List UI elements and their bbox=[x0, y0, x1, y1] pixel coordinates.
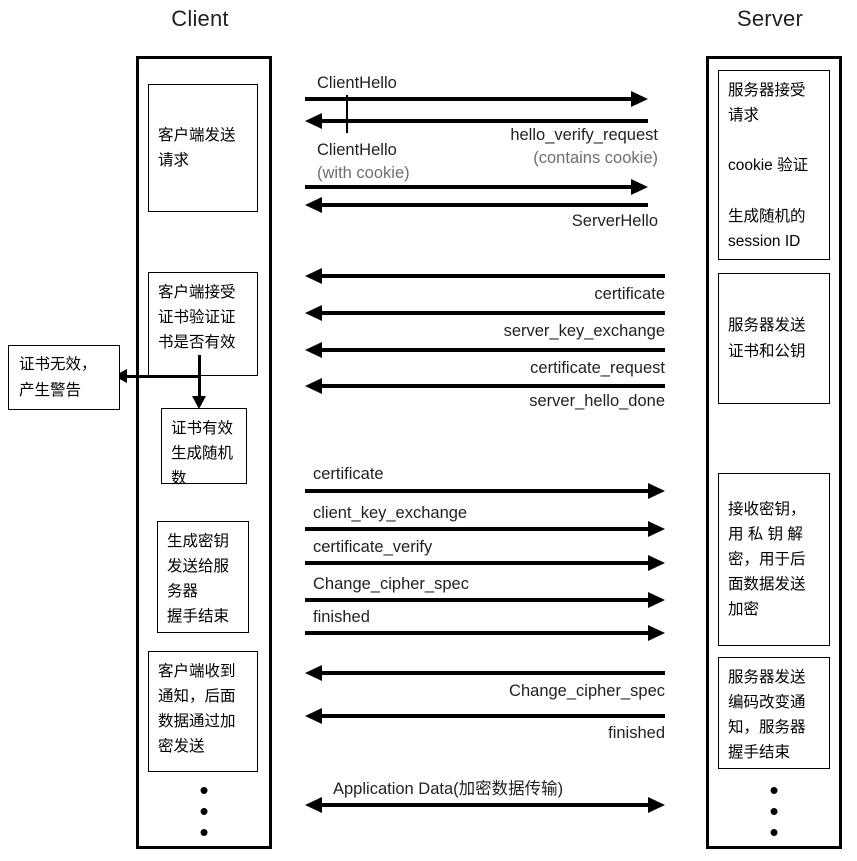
server-ellipsis: • • • bbox=[706, 775, 842, 847]
note-client-notified: 客户端收到 通知，后面 数据通过加 密发送 bbox=[148, 651, 258, 772]
label-msg-client-key-exchange: client_key_exchange bbox=[313, 504, 468, 522]
label-msg-certificate-c2s: certificate bbox=[313, 465, 384, 483]
label-msg-server-hello-done: server_hello_done bbox=[529, 392, 665, 410]
note-server-change-cipher: 服务器发送 编码改变通 知，服务器 握手结束 bbox=[718, 657, 830, 769]
label-msg-hello-verify-request-sub: (contains cookie) bbox=[533, 149, 658, 167]
label-msg-certificate-verify: certificate_verify bbox=[313, 538, 433, 556]
column-title-server: Server bbox=[737, 6, 803, 31]
server-ellipsis-dot-2: • bbox=[769, 796, 779, 826]
timeline-tick bbox=[346, 95, 348, 133]
label-msg-client-hello-2-sub: (with cookie) bbox=[317, 164, 410, 182]
client-ellipsis-dot-2: • bbox=[199, 796, 209, 826]
label-msg-server-hello: ServerHello bbox=[571, 212, 658, 230]
note-server-decrypt-key: 接收密钥， 用 私 钥 解 密，用于后 面数据发送 加密 bbox=[718, 473, 830, 646]
label-msg-finished-s2c: finished bbox=[608, 724, 665, 742]
note-client-verify-cert: 客户端接受 证书验证证 书是否有效 bbox=[148, 272, 258, 376]
note-server-accept-request: 服务器接受 请求 cookie 验证 生成随机的 session ID bbox=[718, 70, 830, 260]
label-msg-server-key-exchange: server_key_exchange bbox=[503, 322, 665, 340]
client-ellipsis-dot-3: • bbox=[199, 817, 209, 847]
cert-invalid-alert-box: 证书无效， 产生警告 bbox=[8, 345, 120, 410]
label-msg-hello-verify-request: hello_verify_request bbox=[510, 126, 658, 144]
server-ellipsis-dot-1: • bbox=[769, 775, 779, 805]
client-ellipsis-dot-1: • bbox=[199, 775, 209, 805]
label-msg-application-data: Application Data(加密数据传输) bbox=[333, 780, 564, 798]
label-msg-finished-c2s: finished bbox=[313, 608, 370, 626]
column-title-client: Client bbox=[171, 6, 229, 31]
label-msg-certificate-request: certificate_request bbox=[530, 359, 665, 377]
note-client-send-request: 客户端发送 请求 bbox=[148, 84, 258, 212]
label-msg-certificate-s2c: certificate bbox=[594, 285, 665, 303]
server-ellipsis-dot-3: • bbox=[769, 817, 779, 847]
note-client-gen-key: 生成密钥 发送给服 务器 握手结束 bbox=[157, 521, 249, 633]
label-msg-change-cipher-c2s: Change_cipher_spec bbox=[313, 575, 469, 593]
client-ellipsis: • • • bbox=[136, 775, 272, 847]
label-msg-client-hello-2: ClientHello bbox=[317, 141, 397, 159]
note-client-cert-valid: 证书有效 生成随机 数 bbox=[161, 408, 247, 487]
note-server-send-cert: 服务器发送 证书和公钥 bbox=[718, 273, 830, 404]
label-msg-change-cipher-s2c: Change_cipher_spec bbox=[509, 682, 665, 700]
label-msg-client-hello-1: ClientHello bbox=[317, 74, 397, 92]
